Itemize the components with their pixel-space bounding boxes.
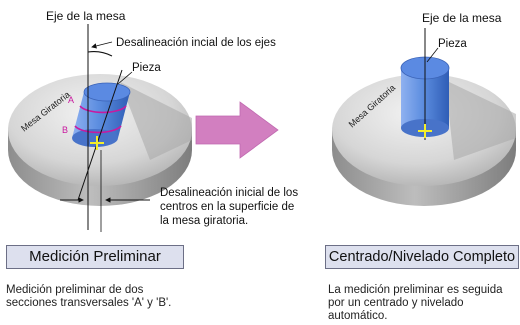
right-workpiece-label: Pieza <box>438 38 467 50</box>
left-cylinder-bottom <box>72 129 118 147</box>
center-misalignment-line-3: la mesa giratoria. <box>160 215 248 227</box>
right-center-crosshair-icon <box>418 124 432 138</box>
left-workpiece-leader <box>117 71 133 85</box>
right-desc-line-1: La medición preliminar es seguida <box>328 284 503 296</box>
left-workpiece <box>72 82 131 147</box>
axis-angle-leader <box>91 41 113 49</box>
left-axis-label: Eje de la mesa <box>46 9 126 23</box>
left-cylinder-body <box>72 92 130 138</box>
axis-angle-arc <box>87 51 113 57</box>
left-section-ring-a <box>79 105 127 114</box>
preliminary-measurement-description: Medición preliminar de dos secciones tra… <box>6 284 221 310</box>
centering-leveling-description: La medición preliminar es seguida por un… <box>328 284 518 323</box>
center-misalignment-line-1: Desalineación inicial de los <box>160 187 298 199</box>
left-center-crosshair-icon <box>90 136 104 150</box>
right-arrow-icon <box>195 101 279 159</box>
left-workpiece-axis-line <box>77 69 123 201</box>
left-workpiece-label: Pieza <box>132 62 161 74</box>
left-desc-line-2: secciones transversales 'A' y 'B'. <box>6 297 172 309</box>
right-cylinder-shadow <box>445 80 516 160</box>
center-misalignment-label: Desalineación inicial de los centros en … <box>160 187 301 227</box>
center-misalignment-line-2: centros en la superficie de <box>160 201 294 213</box>
left-section-ring-b <box>74 125 122 134</box>
section-b-label: B <box>62 125 68 135</box>
left-cylinder-shadow <box>120 82 192 160</box>
right-workpiece-leader <box>426 47 439 63</box>
right-axis-label: Eje de la mesa <box>422 11 502 25</box>
right-desc-line-2: por un centrado y nivelado <box>328 297 464 309</box>
section-a-label: A <box>68 95 74 105</box>
left-cylinder-top <box>83 82 131 102</box>
right-desc-line-3: automático. <box>328 310 388 322</box>
centering-leveling-title: Centrado/Nivelado Completo <box>325 245 519 269</box>
preliminary-measurement-title: Medición Preliminar <box>6 245 184 269</box>
misalignment-axes-label: Desalineación incial de los ejes <box>116 37 276 49</box>
left-desc-line-1: Medición preliminar de dos <box>6 284 144 296</box>
